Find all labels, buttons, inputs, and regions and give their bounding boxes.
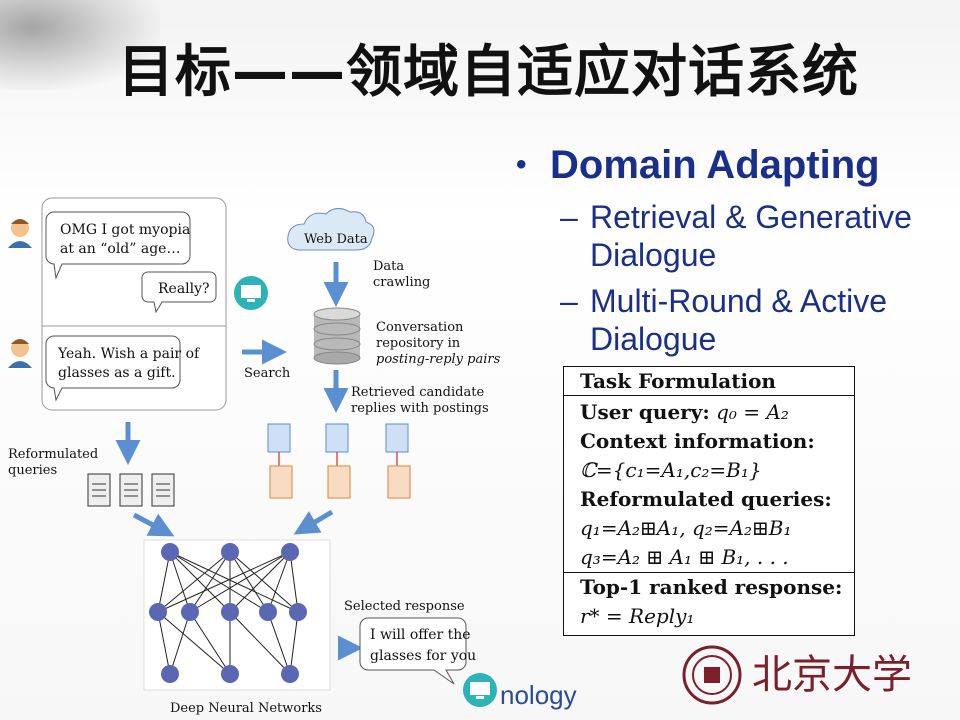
reformulated-line-1: q₁=A₂⊞A₁, q₂=A₂⊞B₁ [580, 516, 792, 540]
bullet-dot-icon: • [516, 148, 527, 181]
bullet-domain-adapting: • Domain Adapting [512, 140, 952, 190]
repository-label: posting-reply pairs [376, 352, 500, 367]
arrow-diagonal [293, 509, 334, 535]
message-text: Really? [158, 281, 210, 297]
repository-label: Conversation [376, 320, 464, 335]
pku-seal-icon [682, 645, 742, 705]
speech-bubble [45, 335, 181, 402]
query-document-icon [119, 473, 143, 507]
pku-logo: 北京大学 [682, 645, 912, 705]
reformulated-label: queries [8, 463, 57, 478]
dialogue-system-diagram: OMG I got myopia at an “old” age… Really… [8, 197, 500, 716]
user-query-label: User query: [580, 400, 710, 424]
reply-text: glasses for you [370, 648, 476, 664]
user-query-row: User query: q₀ = A₂ [580, 398, 854, 427]
candidate-pair-icon [385, 423, 411, 499]
reformulated-label: Reformulated [8, 447, 98, 462]
search-label: Search [244, 366, 291, 381]
message-text: glasses as a gift. [58, 365, 176, 381]
pku-calligraphy-logo: 北京大学 [752, 652, 912, 698]
context-label: Context information: [580, 429, 815, 453]
sub-bullet-label: Multi-Round & Active Dialogue [590, 283, 888, 357]
reply-text: I will offer the [370, 627, 471, 643]
retrieved-label: Retrieved candidate [351, 385, 484, 400]
response-bubble [359, 617, 467, 685]
bot-monitor-icon [463, 673, 497, 707]
user-avatar-icon [8, 219, 32, 248]
sub-bullet-retrieval: – Retrieval & Generative Dialogue [512, 198, 952, 274]
message-text: Yeah. Wish a pair of [57, 346, 201, 362]
arrow-diagonal [132, 512, 175, 537]
data-crawling-label: crawling [373, 275, 430, 290]
dnn-label: Deep Neural Networks [170, 701, 322, 716]
reformulated-label: Reformulated queries: [580, 487, 832, 511]
sub-bullet-label: Retrieval & Generative Dialogue [590, 199, 912, 273]
selected-response-label: Selected response [344, 599, 465, 614]
bullet-list: • Domain Adapting – Retrieval & Generati… [512, 140, 952, 358]
query-document-icon [151, 473, 175, 507]
dash-icon: – [560, 199, 578, 235]
sub-bullet-multi-round: – Multi-Round & Active Dialogue [512, 282, 952, 358]
slide-title: 目标——领域自适应对话系统 [118, 40, 859, 105]
message-text: OMG I got myopia [60, 222, 190, 238]
top1-value: r* = Reply₁ [580, 604, 695, 628]
retrieved-label: replies with postings [351, 401, 489, 416]
dash-icon: – [560, 283, 578, 319]
user-avatar-icon [8, 339, 32, 368]
footer-partial-text: nology [500, 680, 577, 710]
repository-label: repository in [376, 336, 461, 351]
candidate-pair-icon [325, 423, 351, 499]
task-formulation-box: Task Formulation User query: q₀ = A₂ Con… [563, 366, 855, 636]
message-text: at an “old” age… [60, 241, 180, 257]
bot-monitor-icon [234, 276, 268, 310]
bullet-main-label: Domain Adapting [550, 143, 880, 187]
divider [564, 572, 854, 573]
user-query-value: q₀ = A₂ [716, 400, 789, 424]
candidate-pair-icon [267, 423, 293, 499]
data-crawling-label: Data [373, 259, 404, 274]
query-document-icon [87, 473, 111, 507]
context-value: ℂ={c₁=A₁,c₂=B₁} [580, 458, 762, 482]
corner-decoration [0, 0, 160, 90]
web-data-label: Web Data [304, 232, 368, 247]
top1-label: Top-1 ranked response: [580, 575, 843, 599]
reformulated-line-2: q₃=A₂ ⊞ A₁ ⊞ B₁, . . . [580, 545, 789, 569]
task-formulation-heading: Task Formulation [564, 367, 854, 396]
speech-bubble [141, 271, 217, 314]
neural-network [143, 539, 331, 691]
speech-bubble [45, 211, 191, 280]
web-data-cloud [287, 208, 375, 251]
database-icon [313, 307, 361, 365]
